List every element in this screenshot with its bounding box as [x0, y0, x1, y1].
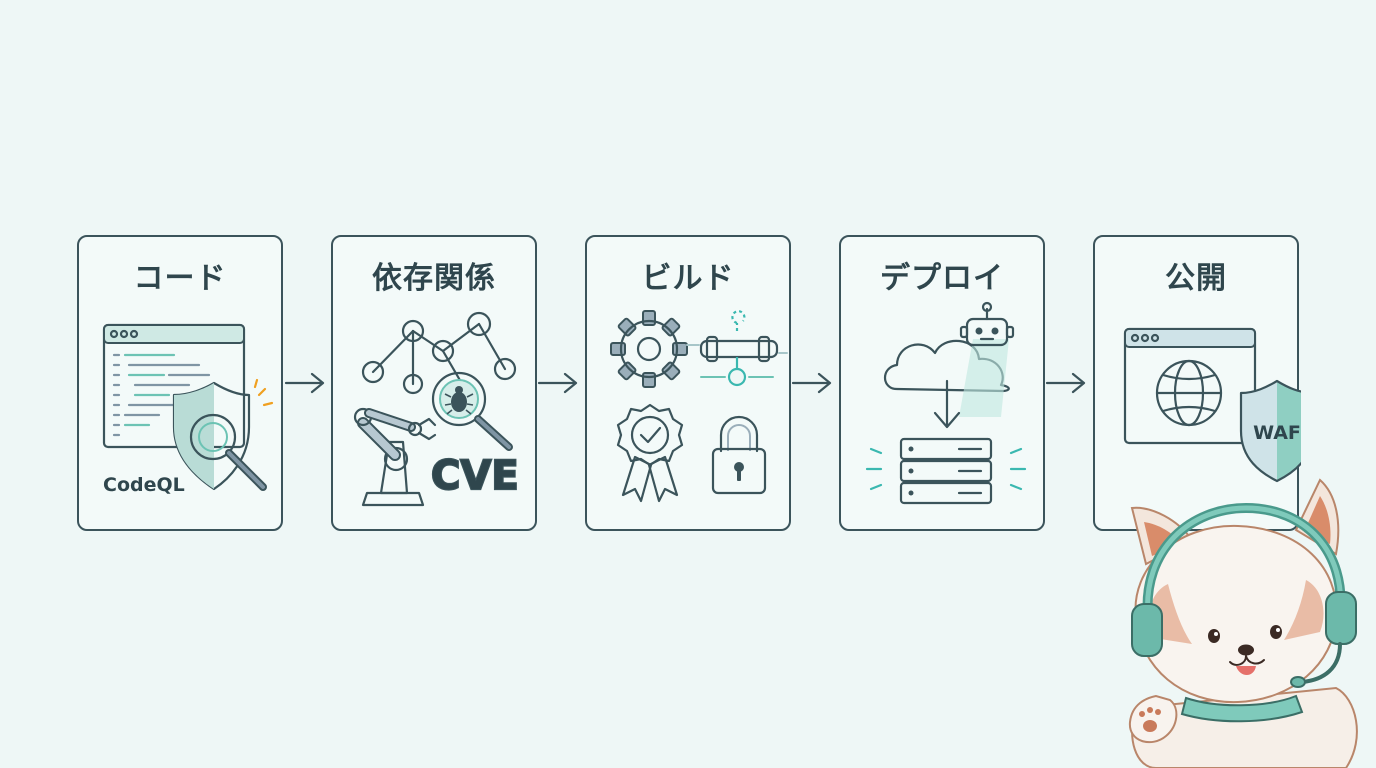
- pipeline-icon: [686, 310, 788, 387]
- arrow-right-icon: [284, 372, 325, 394]
- waf-shield-icon: WAF: [1239, 379, 1301, 483]
- cve-label: CVE: [431, 453, 519, 499]
- step-publish-title: 公開: [1165, 261, 1227, 296]
- step-build-card: ビルド: [585, 235, 791, 531]
- step-deploy-card: デプロイ: [839, 235, 1045, 531]
- raised-paw: [1128, 694, 1178, 744]
- shield-magnifier-icon: [172, 378, 274, 491]
- step-code-card: コード: [77, 235, 283, 531]
- browser-window-icon: [1123, 327, 1257, 445]
- padlock-icon: [711, 415, 767, 495]
- arrow-right-icon: [1045, 372, 1086, 394]
- publish-illustration: WAF: [1123, 327, 1301, 483]
- code-illustration: CodeQL: [102, 323, 274, 496]
- download-arrow-icon: [933, 379, 961, 429]
- codeql-label: CodeQL: [103, 474, 185, 496]
- step-dependencies-title: 依存関係: [372, 261, 496, 296]
- step-dependencies-card: 依存関係: [331, 235, 537, 531]
- step-deploy-title: デプロイ: [880, 261, 1004, 296]
- globe-icon: [1155, 359, 1223, 427]
- gear-icon: [610, 310, 688, 388]
- code-window-icon: [102, 323, 246, 449]
- waf-label: WAF: [1253, 422, 1301, 444]
- cloud-icon: [883, 339, 1010, 393]
- certificate-badge-icon: [616, 403, 684, 503]
- robot-beam: [959, 339, 1009, 417]
- step-publish-card: 公開 WAF: [1093, 235, 1301, 531]
- dependency-graph-icon: [361, 311, 517, 395]
- bug-magnifier-icon: [431, 371, 513, 451]
- arrow-right-icon: [537, 372, 578, 394]
- step-code-title: コード: [133, 261, 227, 296]
- robot-arm-icon: [353, 407, 437, 507]
- arrow-right-icon: [791, 372, 832, 394]
- build-illustration: [610, 310, 788, 503]
- step-build-title: ビルド: [641, 261, 735, 296]
- dependencies-illustration: CVE: [353, 311, 520, 507]
- server-stack-icon: [865, 437, 1027, 505]
- deploy-illustration: [865, 301, 1027, 505]
- headset-icon: [1131, 502, 1357, 723]
- robot-icon: [959, 301, 1015, 347]
- red-panda-mascot-icon: [1128, 478, 1358, 768]
